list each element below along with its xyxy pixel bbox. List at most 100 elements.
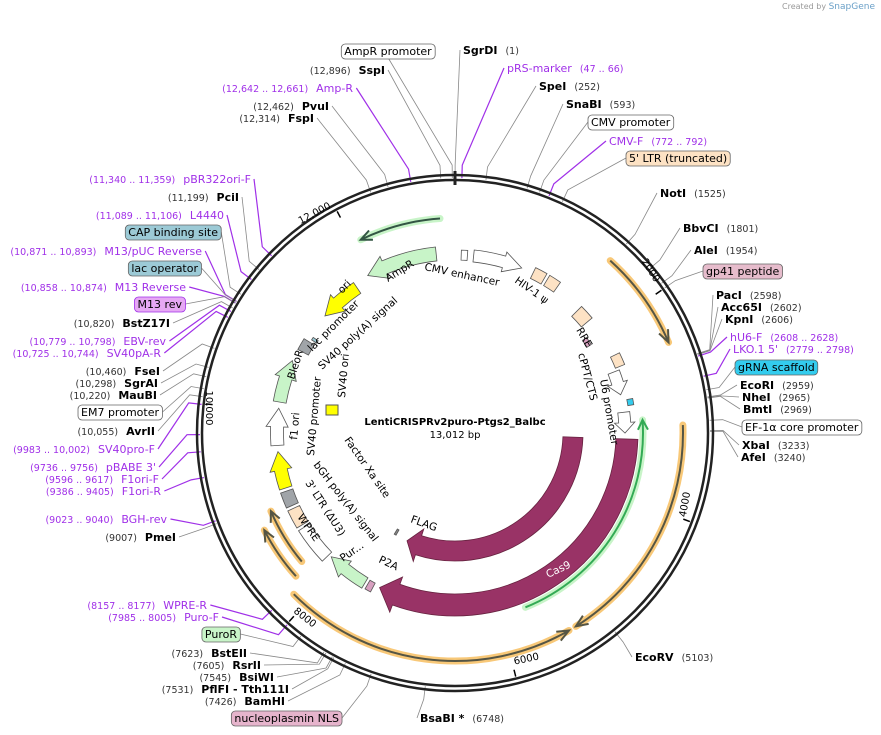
enzyme-site-bsabi[interactable]: BsaBI *(6748): [420, 712, 504, 725]
enzyme-site-bamhi[interactable]: (7426)BamHI: [205, 695, 285, 708]
feature-label-em7-promoter[interactable]: EM7 promoter: [77, 404, 163, 421]
primer-m13-puc-reverse[interactable]: (10,871 .. 10,893)M13/pUC Reverse: [10, 245, 202, 258]
ltr3-feature[interactable]: [287, 504, 309, 529]
puror-feature[interactable]: [330, 556, 369, 589]
feature-label-cmv-promoter[interactable]: CMV promoter: [587, 114, 675, 131]
enzyme-site-xbai[interactable]: XbaI(3233): [742, 439, 809, 452]
enzyme-site-bstz17i[interactable]: (10,820)BstZ17I: [74, 317, 170, 330]
enzyme-site-pflfi-tth111i[interactable]: (7531)PflFI - Tth111I: [162, 683, 289, 696]
enzyme-site-sgrai[interactable]: (10,298)SgrAI: [76, 377, 158, 390]
primer-bgh-rev[interactable]: (9023 .. 9040)BGH-rev: [45, 513, 167, 526]
enzyme-site-alei[interactable]: AleI(1954): [694, 244, 757, 257]
enzyme-site-pcii[interactable]: (11,199)PciI: [168, 191, 239, 204]
feature-label-ampr-promoter[interactable]: AmpR promoter: [340, 43, 436, 60]
enzyme-site-maubi[interactable]: (10,220)MauBI: [70, 389, 157, 402]
rre-feature[interactable]: [571, 305, 593, 328]
enzyme-site-avrii[interactable]: (10,055)AvrII: [77, 425, 155, 438]
feature-label-lac-operator[interactable]: lac operator: [127, 260, 202, 277]
lac-operator-feature[interactable]: [311, 336, 319, 344]
cas9-feature[interactable]: [379, 438, 639, 617]
enzyme-site-bsiwi[interactable]: (7545)BsiWI: [199, 671, 274, 684]
feature-label-ef-1-core-promoter[interactable]: EF-1α core promoter: [741, 419, 863, 436]
name-text: SV40pro-F: [98, 443, 155, 456]
orf-arrow[interactable]: [575, 425, 684, 628]
primer-lko-1-5[interactable]: LKO.1 5'(2779 .. 2798): [733, 343, 854, 356]
primer-sv40pro-f[interactable]: (9983 .. 10,002)SV40pro-F: [13, 443, 155, 456]
primer-ebv-rev[interactable]: (10,779 .. 10,798)EBV-rev: [29, 335, 166, 348]
orf-arrow[interactable]: [609, 259, 670, 343]
bgh-polya-feature[interactable]: [280, 488, 299, 509]
cmv-promoter-feature[interactable]: [460, 249, 469, 261]
feature-label-nucleoplasmin-nls[interactable]: nucleoplasmin NLS: [230, 710, 343, 727]
enzyme-site-acc65i[interactable]: Acc65I(2602): [721, 301, 802, 314]
ori-feature[interactable]: [324, 281, 362, 317]
primer-puro-f[interactable]: (7985 .. 8005)Puro-F: [108, 611, 219, 624]
p2a-feature[interactable]: [364, 579, 376, 593]
enzyme-site-bmti[interactable]: BmtI(2969): [743, 403, 812, 416]
hiv-psi-feature[interactable]: [529, 267, 548, 285]
cas9-feature[interactable]: [406, 436, 584, 563]
f1-ori-feature[interactable]: [269, 450, 293, 491]
bleor-feature[interactable]: [272, 359, 297, 404]
enzyme-site-paci[interactable]: PacI(2598): [716, 289, 781, 302]
snapgene-logo[interactable]: SnapGene: [828, 2, 875, 12]
enzyme-site-snabi[interactable]: SnaBI(593): [566, 98, 635, 111]
tick-mark: [683, 518, 691, 523]
gp41-feature[interactable]: [581, 336, 592, 348]
ef1a-promoter-feature[interactable]: [613, 411, 636, 434]
orf-arrow[interactable]: [293, 593, 570, 662]
enzyme-site-sspi[interactable]: (12,896)SspI: [310, 64, 385, 77]
enzyme-site-bbvci[interactable]: BbvCI(1801): [683, 222, 758, 235]
cppt-feature[interactable]: [609, 352, 626, 369]
sv40-ori-feature[interactable]: [325, 404, 339, 416]
feature-label-puror[interactable]: PuroR: [201, 626, 241, 643]
primer-amp-r[interactable]: (12,642 .. 12,661)Amp-R: [222, 82, 353, 95]
orf-arrow[interactable]: [269, 510, 303, 563]
primer-hu6-f[interactable]: hU6-F(2608 .. 2628): [730, 331, 838, 344]
enzyme-site-fsei[interactable]: (10,460)FseI: [86, 365, 160, 378]
orf-arrow-head: [556, 629, 572, 642]
enzyme-site-pvui[interactable]: (12,462)PvuI: [253, 100, 329, 113]
name-text: PacI: [716, 289, 742, 302]
feature-label-cap-binding-site[interactable]: CAP binding site: [124, 224, 222, 241]
primer-pbr322ori-f[interactable]: (11,340 .. 11,359)pBR322ori-F: [89, 173, 251, 186]
primer-wpre-r[interactable]: (8157 .. 8177)WPRE-R: [87, 599, 207, 612]
flag-feature[interactable]: [393, 528, 400, 536]
enzyme-site-bsteii[interactable]: (7623)BstEII: [172, 647, 247, 660]
enzyme-site-kpni[interactable]: KpnI(2606): [725, 313, 793, 326]
enzyme-site-rsrii[interactable]: (7605)RsrII: [193, 659, 261, 672]
leader-line: [210, 604, 273, 620]
orf-arrow[interactable]: [525, 419, 644, 609]
grna-scaffold-feature[interactable]: [626, 397, 635, 407]
orf-arrow[interactable]: [360, 217, 441, 241]
leader-line: [157, 402, 202, 450]
primer-m13-reverse[interactable]: (10,858 .. 10,874)M13 Reverse: [21, 281, 186, 294]
sv40-promoter-feature[interactable]: [265, 407, 289, 447]
primer-l4440[interactable]: (11,089 .. 11,106)L4440: [96, 209, 224, 222]
primer-pbabe-3[interactable]: (9736 .. 9756)pBABE 3': [30, 461, 156, 474]
sv40-polya-feature[interactable]: [297, 338, 315, 356]
enzyme-site-nhei[interactable]: NheI(2965): [742, 391, 810, 404]
primer-cmv-f[interactable]: CMV-F(772 .. 792): [609, 135, 707, 148]
wpre-feature[interactable]: [297, 523, 333, 562]
enzyme-site-noti[interactable]: NotI(1525): [660, 187, 726, 200]
cmv-enhancer-feature[interactable]: [472, 249, 523, 273]
enzyme-site-afei[interactable]: AfeI(3240): [741, 451, 805, 464]
feature-label-5-ltr-truncated[interactable]: 5' LTR (truncated): [625, 150, 731, 167]
enzyme-site-ecori[interactable]: EcoRI(2959): [740, 379, 814, 392]
feature-label-m13-rev[interactable]: M13 rev: [134, 296, 186, 313]
feature-label-gp41-peptide[interactable]: gp41 peptide: [702, 263, 783, 280]
feature-label-grna-scaffold[interactable]: gRNA scaffold: [734, 359, 819, 376]
primer-f1ori-r[interactable]: (9386 .. 9405)F1ori-R: [46, 485, 161, 498]
ampr-feature[interactable]: [367, 246, 438, 279]
u6-promoter-feature[interactable]: [606, 369, 629, 396]
enzyme-site-ecorv[interactable]: EcoRV(5103): [635, 651, 713, 664]
enzyme-site-fspi[interactable]: (12,314)FspI: [239, 112, 314, 125]
primer-sv40pa-r[interactable]: (10,725 .. 10,744)SV40pA-R: [13, 347, 162, 360]
enzyme-site-spei[interactable]: SpeI(252): [539, 80, 600, 93]
enzyme-site-sgrdi[interactable]: SgrDI(1): [463, 44, 519, 57]
enzyme-site-pmei[interactable]: (9007)PmeI: [105, 531, 176, 544]
hiv-psi-feature[interactable]: [543, 274, 562, 293]
primer-prs-marker[interactable]: pRS-marker(47 .. 66): [507, 62, 624, 75]
primer-f1ori-f[interactable]: (9596 .. 9617)F1ori-F: [45, 473, 159, 486]
